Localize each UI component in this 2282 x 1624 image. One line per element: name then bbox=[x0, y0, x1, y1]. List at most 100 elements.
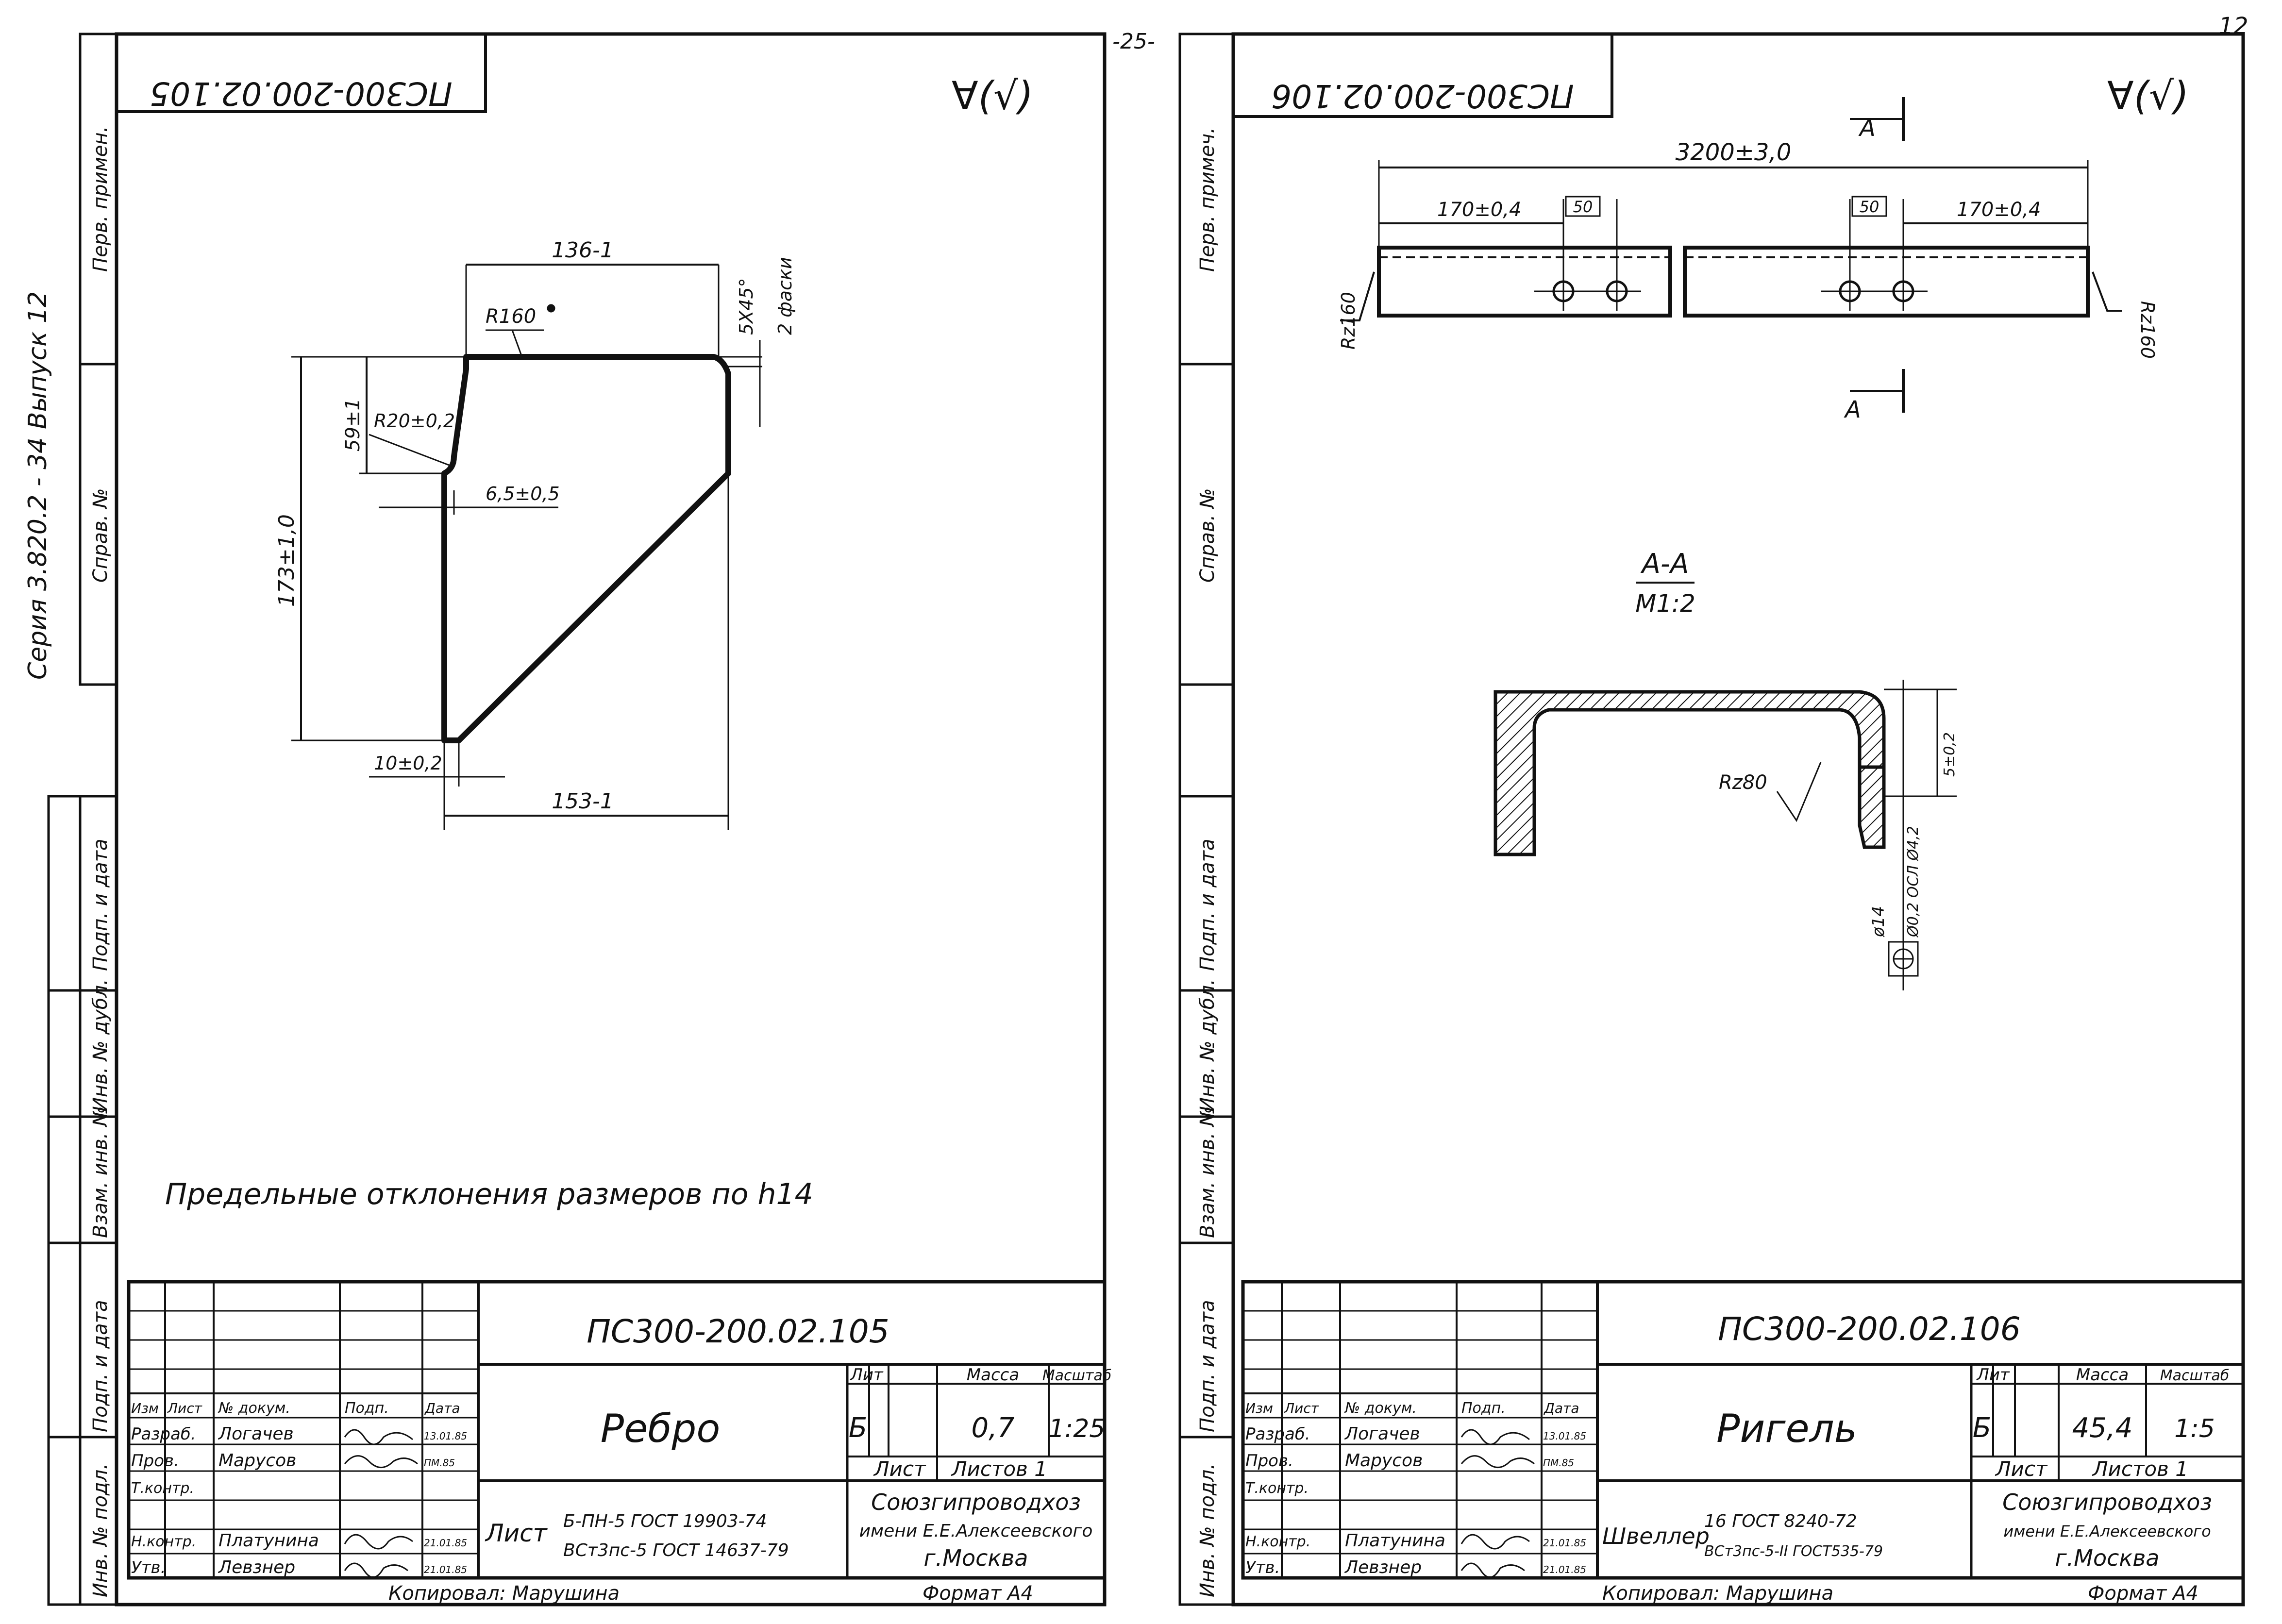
left-roughness-mark: ∀(√) bbox=[952, 73, 1033, 118]
side-strip-right-6: Инв. № подл. bbox=[1196, 1463, 1219, 1597]
side-strip-left-6: Инв. № подл. bbox=[89, 1463, 112, 1597]
section-scale: М1:2 bbox=[1635, 589, 1695, 618]
right-col-header-3: Подп. bbox=[1461, 1400, 1506, 1417]
right-roughness-mark: ∀(√) bbox=[2107, 73, 2189, 118]
right-col-header-2: № докум. bbox=[1344, 1400, 1417, 1417]
side-strip-left-0: Перв. примен. bbox=[89, 126, 112, 272]
side-strip-left-5: Подп. и дата bbox=[89, 1300, 112, 1432]
dim-offset-left: 170±0,4 bbox=[1437, 199, 1521, 221]
right-role-name-4: Левзнер bbox=[1344, 1557, 1422, 1577]
left-role-2: Т.контр. bbox=[131, 1480, 194, 1497]
dim-spacing-left: 50 bbox=[1573, 198, 1593, 216]
right-part-name: Ригель bbox=[1716, 1406, 1857, 1451]
dim-spacing-right: 50 bbox=[1860, 198, 1879, 216]
right-role-2: Т.контр. bbox=[1245, 1480, 1309, 1497]
side-strip-left-1: Справ. № bbox=[89, 488, 112, 583]
right-sheets-label: Листов 1 bbox=[2092, 1457, 2188, 1481]
left-role-0: Разраб. bbox=[131, 1424, 196, 1444]
hole-dia: ø14 bbox=[1869, 906, 1888, 938]
right-title-block bbox=[1241, 1280, 2245, 1580]
side-strip-right-3: Инв. № дубл. bbox=[1196, 979, 1219, 1112]
right-role-4: Утв. bbox=[1245, 1558, 1280, 1577]
right-role-date-0: 13.01.85 bbox=[1543, 1430, 1586, 1442]
rz-right: Rz160 bbox=[2137, 301, 2158, 359]
right-mass-header: Масса bbox=[2076, 1365, 2129, 1385]
series-label: Серия 3.820.2 - 34 Выпуск 12 bbox=[23, 291, 52, 680]
left-scale-header: Масштаб bbox=[1042, 1367, 1112, 1384]
left-role-1: Пров. bbox=[131, 1451, 179, 1471]
left-mass: 0,7 bbox=[971, 1412, 1014, 1444]
right-col-header-1: Лист bbox=[1284, 1400, 1319, 1416]
left-mass-header: Масса bbox=[967, 1365, 1019, 1385]
right-col-header-4: Дата bbox=[1543, 1400, 1579, 1416]
section-marker-top: А bbox=[1858, 115, 1876, 142]
right-col-header-0: Изм bbox=[1245, 1400, 1273, 1416]
left-col-header-2: № докум. bbox=[218, 1400, 290, 1417]
left-col-header-0: Изм bbox=[131, 1400, 159, 1416]
rib-outline bbox=[291, 264, 762, 830]
left-role-date-0: 13.01.85 bbox=[424, 1430, 467, 1442]
right-material-line2: ВСт3пс-5-II ГОСТ535-79 bbox=[1704, 1543, 1883, 1560]
right-designation: ПС300-200.02.106 bbox=[1718, 1310, 2020, 1348]
section-annotations bbox=[1776, 680, 1957, 990]
left-sheets-label: Листов 1 bbox=[951, 1457, 1047, 1481]
tolerance-note: Предельные отклонения размеров по h14 bbox=[165, 1177, 813, 1211]
left-role-date-3: 21.01.85 bbox=[424, 1537, 467, 1549]
right-material-prefix: Швеллер bbox=[1602, 1523, 1710, 1549]
left-org-line1: Союзгипроводхоз bbox=[871, 1489, 1081, 1515]
right-sheet bbox=[1178, 32, 2245, 1607]
right-role-name-1: Марусов bbox=[1345, 1451, 1423, 1471]
left-sheet-label: Лист bbox=[873, 1457, 926, 1481]
left-col-header-3: Подп. bbox=[345, 1400, 389, 1417]
side-strip-left-3: Инв. № дубл. bbox=[89, 979, 112, 1112]
right-role-date-1: ПМ.85 bbox=[1543, 1457, 1574, 1469]
right-role-date-3: 21.01.85 bbox=[1543, 1537, 1586, 1549]
dim-step: 6,5±0,5 bbox=[486, 483, 560, 504]
rz-section: Rz80 bbox=[1719, 771, 1767, 794]
left-lit: Б bbox=[849, 1412, 867, 1444]
right-role-name-3: Платунина bbox=[1345, 1531, 1445, 1551]
right-role-name-0: Логачев bbox=[1344, 1424, 1420, 1444]
rz-left: Rz160 bbox=[1338, 292, 1359, 350]
dim-offset-right: 170±0,4 bbox=[1957, 199, 2041, 221]
right-org-line1: Союзгипроводхоз bbox=[2002, 1489, 2212, 1515]
hole-note: Ø0,2 ОСЛ Ø4,2 bbox=[1905, 826, 1922, 938]
left-copied-by: Копировал: Марушина bbox=[388, 1582, 620, 1605]
right-role-date-4: 21.01.85 bbox=[1543, 1564, 1586, 1575]
left-org-line2: имени Е.Е.Алексеевского bbox=[859, 1521, 1093, 1541]
dim-height-total: 173±1,0 bbox=[274, 514, 299, 607]
right-org-line2: имени Е.Е.Алексеевского bbox=[2003, 1522, 2211, 1540]
left-org-line3: г.Москва bbox=[924, 1545, 1028, 1571]
left-doc-code-mirrored: ПС300-200.02.105 bbox=[150, 75, 452, 112]
left-scale: 1:25 bbox=[1049, 1414, 1106, 1443]
side-strip-right-2: Подп. и дата bbox=[1196, 839, 1219, 971]
dim-height-upper: 59±1 bbox=[342, 398, 364, 452]
dim-radius-top: R160 bbox=[486, 305, 536, 328]
right-sheet-label: Лист bbox=[1995, 1457, 2048, 1481]
side-strip-right-1: Справ. № bbox=[1196, 488, 1219, 583]
left-material-line2: ВСт3пс-5 ГОСТ 14637-79 bbox=[563, 1540, 789, 1560]
left-col-header-4: Дата bbox=[424, 1400, 460, 1416]
side-strip-left-4: Взам. инв. № bbox=[89, 1106, 112, 1238]
left-role-name-3: Платунина bbox=[218, 1531, 319, 1551]
left-title-block bbox=[127, 1280, 1107, 1580]
dim-bottom-width: 153-1 bbox=[552, 789, 614, 814]
right-signatures bbox=[1460, 1429, 1535, 1578]
left-role-4: Утв. bbox=[131, 1558, 166, 1577]
right-lit-header: Лит bbox=[1976, 1365, 2010, 1385]
right-scale-header: Масштаб bbox=[2160, 1367, 2230, 1384]
left-col-header-1: Лист bbox=[167, 1400, 202, 1416]
side-strip-right-4: Взам. инв. № bbox=[1196, 1106, 1219, 1238]
right-role-0: Разраб. bbox=[1245, 1424, 1310, 1444]
right-role-1: Пров. bbox=[1245, 1451, 1293, 1471]
right-doc-code-mirrored: ПС300-200.02.106 bbox=[1271, 77, 1574, 115]
left-role-date-4: 21.01.85 bbox=[424, 1564, 467, 1575]
right-lit: Б bbox=[1973, 1412, 1991, 1444]
section-title: А-А bbox=[1641, 548, 1689, 580]
right-org-line3: г.Москва bbox=[2055, 1545, 2160, 1571]
left-part-name: Ребро bbox=[601, 1406, 721, 1451]
left-role-date-1: ПМ.85 bbox=[424, 1457, 455, 1469]
side-strip-left-2: Подп. и дата bbox=[89, 839, 112, 971]
